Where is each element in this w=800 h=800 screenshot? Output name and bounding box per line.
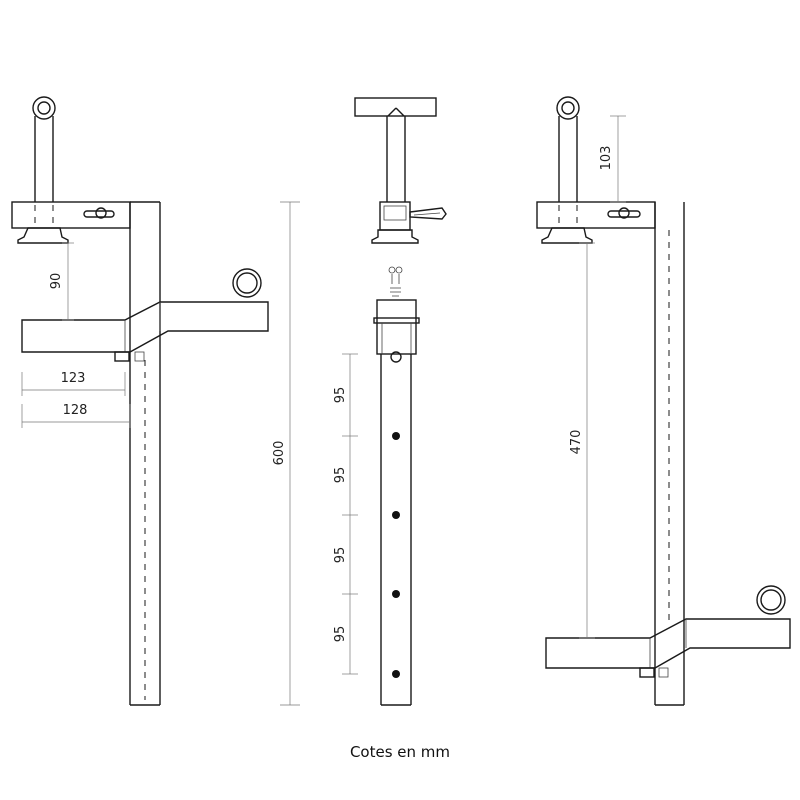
dim-left-width-a: 123 <box>61 371 86 386</box>
left-jaw-arm <box>21 301 269 353</box>
middle-lever <box>409 207 447 220</box>
left-view: 90 123 128 <box>11 96 269 706</box>
caption: Cotes en mm <box>350 743 450 761</box>
middle-view: 95 95 95 95 <box>333 97 447 706</box>
dim-right-top: 103 <box>599 146 614 171</box>
left-foot-pad <box>17 227 69 244</box>
dim-right-mid: 470 <box>569 430 584 455</box>
dim-hole-spacing-1: 95 <box>333 387 348 404</box>
right-handle-ring <box>556 96 580 120</box>
left-side-ring <box>232 268 262 298</box>
hole <box>392 432 400 440</box>
dim-hole-spacing-2: 95 <box>333 467 348 484</box>
middle-t-handle <box>354 97 437 117</box>
hole <box>392 511 400 519</box>
right-side-ring <box>756 585 786 615</box>
right-view: 103 470 <box>536 96 791 706</box>
middle-slide-clamp <box>376 299 417 355</box>
hole <box>392 590 400 598</box>
left-head-block <box>11 201 131 229</box>
dim-overall-height: 600 <box>272 441 287 466</box>
dim-left-height: 90 <box>49 273 64 290</box>
right-foot-pad <box>541 227 593 244</box>
left-handle-ring <box>32 96 56 120</box>
dim-hole-spacing-4: 95 <box>333 626 348 643</box>
dim-left-width-b: 128 <box>63 403 88 418</box>
right-head-block <box>536 201 656 229</box>
overall-dimension: 600 <box>272 201 300 706</box>
right-lock-lever <box>607 210 641 218</box>
hole <box>392 670 400 678</box>
right-jaw-arm <box>545 618 791 669</box>
left-lock-lever <box>83 210 115 218</box>
dim-hole-spacing-3: 95 <box>333 547 348 564</box>
